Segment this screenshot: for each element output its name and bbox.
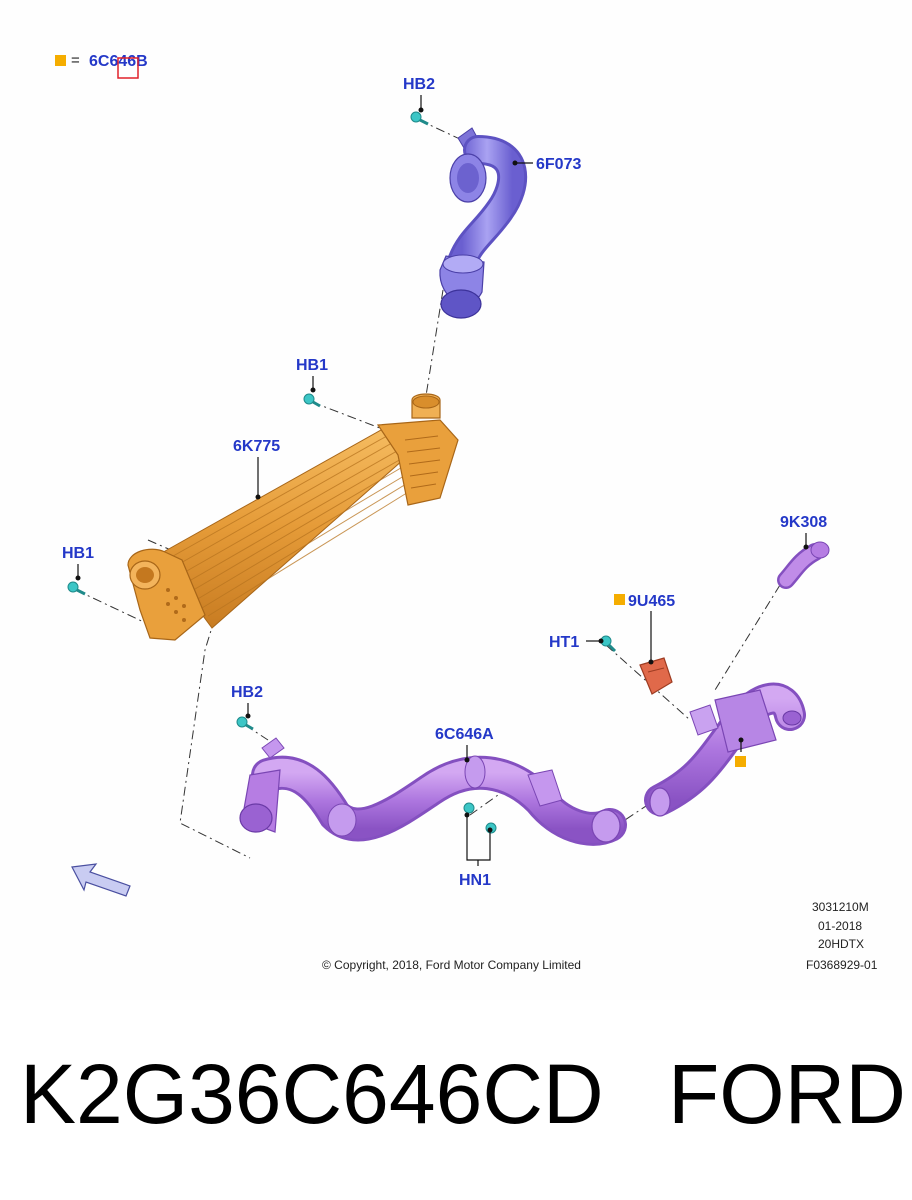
square-marker-icon bbox=[735, 756, 746, 767]
bracket-9u465[interactable] bbox=[639, 657, 673, 695]
bolt-icon bbox=[67, 581, 86, 596]
info-variant: 20HDTX bbox=[818, 937, 864, 951]
bolt-icon bbox=[410, 111, 429, 126]
legend-equals: = bbox=[71, 52, 80, 69]
info-fig: F0368929-01 bbox=[806, 958, 878, 972]
callout-6c646a[interactable]: 6C646A bbox=[435, 726, 494, 743]
fasteners bbox=[67, 111, 617, 834]
hose-9k308[interactable] bbox=[777, 541, 830, 589]
parts-diagram: = 6C646B bbox=[55, 52, 878, 972]
callout-9k308[interactable]: 9K308 bbox=[780, 514, 827, 531]
duct-6f073[interactable] bbox=[439, 127, 527, 319]
bolt-icon bbox=[600, 635, 617, 653]
intercooler-6k775[interactable] bbox=[127, 393, 459, 641]
callout-9u465[interactable]: 9U465 bbox=[628, 593, 675, 610]
legend-marker-icon bbox=[55, 55, 66, 66]
legend-highlight-box bbox=[117, 57, 139, 79]
bolt-icon bbox=[236, 716, 254, 731]
callout-hn1[interactable]: HN1 bbox=[459, 872, 491, 889]
footer-bar bbox=[0, 1000, 912, 1200]
brand-title: FORD bbox=[668, 1047, 906, 1141]
info-code: 3031210M bbox=[812, 900, 869, 914]
copyright-text: © Copyright, 2018, Ford Motor Company Li… bbox=[322, 958, 581, 972]
callout-6k775[interactable]: 6K775 bbox=[233, 438, 280, 455]
callout-hb1-mid[interactable]: HB1 bbox=[296, 357, 328, 374]
part-number-title: K2G36C646CD bbox=[20, 1047, 604, 1141]
leader-lines bbox=[75, 95, 809, 866]
square-marker-icon bbox=[614, 594, 625, 605]
callout-hb2-low[interactable]: HB2 bbox=[231, 684, 263, 701]
arrow-icon bbox=[71, 863, 131, 897]
callout-ht1[interactable]: HT1 bbox=[549, 634, 579, 651]
duct-6c646a[interactable] bbox=[239, 737, 627, 846]
bolt-icon bbox=[463, 802, 475, 814]
info-date: 01-2018 bbox=[818, 919, 862, 933]
duct-right[interactable] bbox=[644, 682, 806, 817]
bolt-icon bbox=[303, 393, 321, 408]
callout-hb2-top[interactable]: HB2 bbox=[403, 76, 435, 93]
callout-hb1-left[interactable]: HB1 bbox=[62, 545, 94, 562]
callout-6f073[interactable]: 6F073 bbox=[536, 156, 581, 173]
